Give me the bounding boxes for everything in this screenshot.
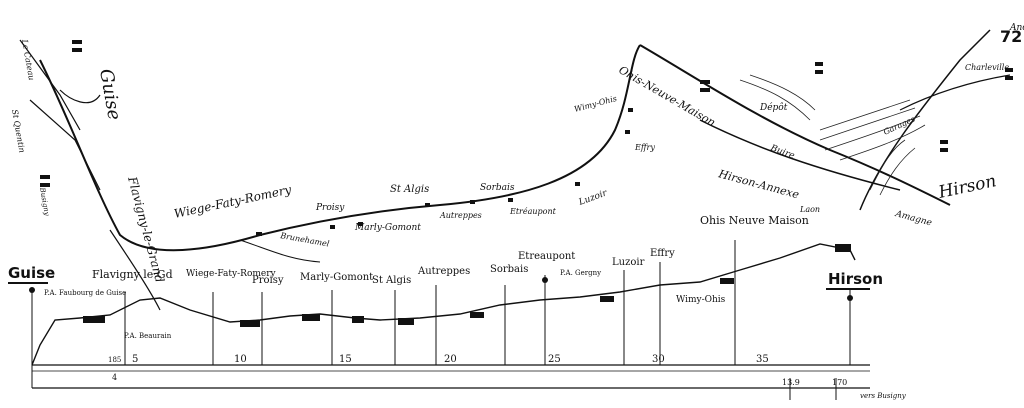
- km-label-25: 25: [548, 354, 561, 365]
- profile-station-2: Proisy: [252, 275, 284, 286]
- profile-station-4: St Algis: [372, 275, 411, 286]
- map-station-markers: [256, 108, 633, 236]
- map-label-charleville: Charleville: [965, 63, 1009, 72]
- map-label-wimy: Wimy-Ohis: [573, 94, 618, 114]
- profile-halt-0: P.A. Faubourg de Guise: [44, 289, 126, 297]
- station-blocks: [83, 244, 851, 327]
- railway-line-hirson-annexe: [699, 119, 901, 191]
- map-label-anor: Anor: [1009, 23, 1024, 33]
- railway-line-anor: [859, 29, 991, 211]
- km-label-5: 5: [132, 354, 138, 365]
- railway-siding: [59, 89, 101, 104]
- map-label-wiege: Wiege-Faty-Romery: [173, 182, 293, 221]
- map-label-depot: Dépôt: [759, 102, 788, 113]
- map-label-etreaupont: Etréaupont: [509, 207, 557, 216]
- map-label-guise: Guise: [95, 67, 125, 121]
- profile-station-7: Etreaupont: [518, 251, 575, 262]
- signal-boards: [40, 40, 1013, 187]
- profile-station-6: Sorbais: [490, 264, 528, 275]
- profile-halt-1: P.A. Beaurain: [124, 332, 172, 340]
- map-label-proisy: Proisy: [315, 203, 345, 213]
- profile-station-hirson: Hirson: [828, 270, 883, 288]
- profile-station-guise: Guise: [8, 264, 55, 282]
- hirson-yard: [739, 74, 926, 196]
- map-label-laon: Laon: [799, 205, 820, 214]
- km-label-15: 15: [339, 354, 352, 365]
- station-dot-etreaupont: [542, 277, 548, 283]
- station-posts: [31, 240, 851, 365]
- station-dot-hirson: [847, 295, 853, 301]
- profile-station-3: Marly-Gomont: [300, 272, 373, 283]
- map-label-luzoir: Luzoir: [577, 188, 609, 208]
- km-secondary-1: 185: [108, 356, 121, 364]
- railway-line-charleville: [899, 74, 1011, 111]
- profile-station-8: Luzoir: [612, 257, 645, 268]
- gradient-profile-line: [31, 243, 856, 366]
- map-label-hirson: Hirson: [936, 171, 998, 203]
- profile-halt-2: P.A. Gergny: [560, 269, 601, 277]
- km-secondary-2: 13.9: [782, 378, 800, 387]
- profile-station-11: Wimy-Ohis: [676, 295, 726, 305]
- railway-line-guise-south: [29, 99, 101, 191]
- km-secondary-3: 170: [832, 378, 847, 387]
- km-label-20: 20: [444, 354, 457, 365]
- map-label-buire: Buire: [768, 143, 796, 161]
- station-dot-guise: [29, 287, 35, 293]
- plate-number: 72: [1000, 27, 1022, 46]
- profile-station-10: Ohis Neuve Maison: [700, 214, 809, 227]
- map-label-autreppes: Autreppes: [439, 211, 482, 220]
- map-label-ohis: Ohis-Neuve-Maison: [617, 63, 718, 129]
- profile-station-9: Effry: [650, 248, 675, 259]
- map-label-sorbais: Sorbais: [480, 183, 515, 193]
- longitudinal-profile: Guise Hirson Flavigny le Gd Wiege-Faty-R…: [8, 214, 907, 400]
- profile-station-5: Autreppes: [417, 266, 470, 277]
- main-railway-line: [39, 44, 641, 252]
- profile-station-1: Wiege-Faty-Romery: [186, 269, 277, 279]
- map-label-brunehamel: Brunehamel: [279, 231, 331, 249]
- railway-line-laon: [109, 229, 161, 311]
- railway-line-hirson: [639, 44, 951, 206]
- map-label-st-algis: St Algis: [390, 184, 429, 195]
- km-label-30: 30: [652, 354, 665, 365]
- map-label-amagne: Amagne: [893, 209, 933, 229]
- railway-line-brunehamel: [239, 239, 321, 263]
- railway-line-guise-north: [19, 39, 81, 131]
- bottom-note: vers Busigny: [860, 392, 907, 400]
- map-label-busigny: Busigny: [38, 186, 51, 217]
- km-secondary-0: 4: [112, 373, 117, 382]
- profile-station-0: Flavigny le Gd: [92, 268, 173, 281]
- map-label-hirson-annexe: Hirson-Annexe: [716, 167, 801, 201]
- map-label-marly: Marly-Gomont: [354, 223, 421, 233]
- map-label-effry: Effry: [634, 143, 655, 152]
- km-label-10: 10: [234, 354, 247, 365]
- map-label-st-quentin: St Quentin: [10, 109, 26, 154]
- km-label-35: 35: [756, 354, 769, 365]
